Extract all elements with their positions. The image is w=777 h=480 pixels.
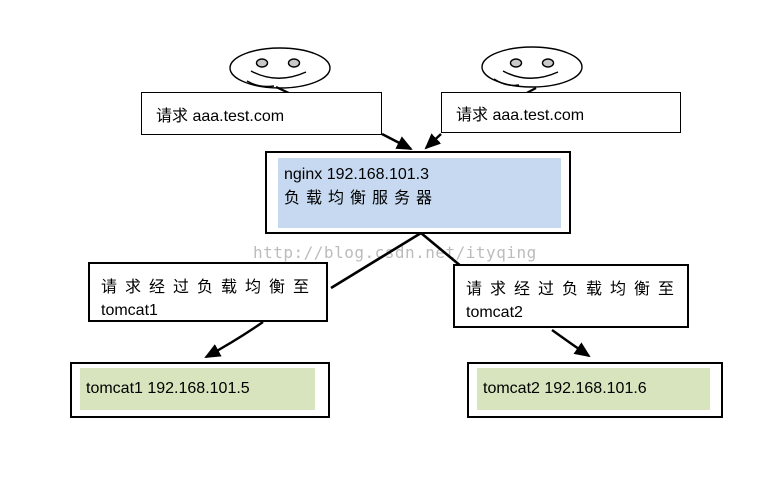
face-outline	[229, 47, 331, 89]
client-request-box-right: 请求 aaa.test.com	[441, 92, 681, 133]
chin-stroke	[246, 80, 275, 88]
arrow-client-left-to-nginx	[381, 132, 413, 151]
arrow-route-right-to-tomcat2	[551, 329, 591, 358]
smiley-face-left-icon	[229, 47, 331, 95]
left-eye-icon	[255, 58, 269, 68]
client-request-label: 请求 aaa.test.com	[156, 107, 285, 125]
nginx-role-label: 负载均衡服务器	[284, 190, 439, 207]
tomcat1-node: tomcat1 192.168.101.5	[80, 368, 315, 410]
arrow-route-left-to-tomcat1	[204, 321, 264, 359]
client-request-label: 请求 aaa.test.com	[456, 106, 585, 124]
route-target: tomcat2	[466, 304, 523, 321]
nginx-node: nginx 192.168.101.3 负载均衡服务器	[278, 158, 561, 228]
tomcat2-node: tomcat2 192.168.101.6	[477, 368, 710, 410]
smiley-face-right-icon	[481, 46, 583, 96]
route-description: 请求经过负载均衡至	[101, 279, 318, 296]
nginx-address-label: nginx 192.168.101.3	[284, 166, 430, 183]
smile-mouth	[502, 70, 559, 79]
face-outline	[481, 46, 583, 88]
arrow-client-right-to-nginx	[424, 133, 442, 150]
route-target: tomcat1	[101, 302, 158, 319]
route-description: 请求经过负载均衡至	[466, 281, 683, 298]
client-request-box-left: 请求 aaa.test.com	[141, 92, 382, 135]
tomcat2-address-label: tomcat2 192.168.101.6	[483, 380, 647, 397]
left-eye-icon	[509, 58, 523, 68]
line-nginx-to-route-left	[330, 231, 422, 290]
right-eye-icon	[287, 58, 301, 68]
watermark-text: http://blog.csdn.net/ityqing	[253, 243, 537, 262]
smile-mouth	[250, 70, 307, 79]
right-eye-icon	[541, 58, 555, 68]
route-box-tomcat1: 请求经过负载均衡至 tomcat1	[88, 262, 328, 322]
chin-stroke	[493, 78, 520, 87]
route-box-tomcat2: 请求经过负载均衡至 tomcat2	[453, 264, 689, 328]
tomcat1-address-label: tomcat1 192.168.101.5	[86, 380, 250, 397]
line-nginx-to-route-right	[420, 231, 463, 269]
